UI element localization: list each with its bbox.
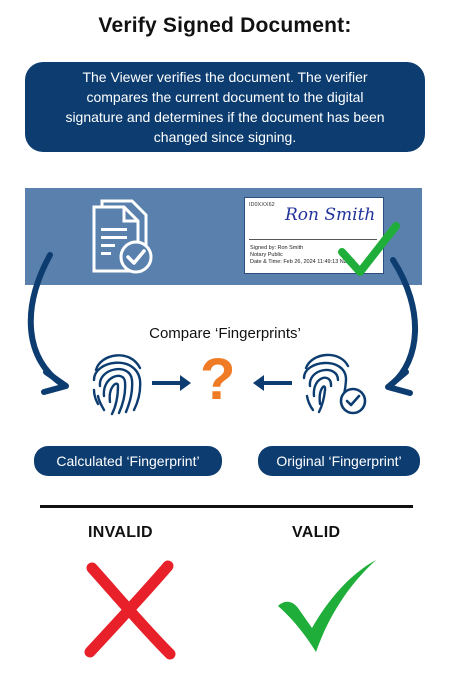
signer-role-text: Notary Public — [250, 252, 283, 258]
card-check-icon — [338, 222, 400, 276]
compare-label: Compare ‘Fingerprints’ — [149, 325, 301, 342]
signature-line — [249, 239, 377, 240]
calculated-fingerprint-label: Calculated ‘Fingerprint’ — [34, 446, 222, 476]
calculated-fingerprint-icon — [92, 354, 142, 416]
signature-date-text: Date & Time: Feb 26, 2024 11:49:13 NZDT — [250, 259, 355, 265]
right-curved-arrow — [389, 257, 419, 387]
document-check-icon — [88, 195, 160, 275]
valid-label: VALID — [292, 524, 341, 541]
signed-by-text: Signed by: Ron Smith — [250, 245, 304, 251]
question-mark: ? — [200, 347, 236, 412]
valid-check-icon — [278, 560, 376, 652]
left-curved-arrow — [27, 252, 65, 387]
invalid-label: INVALID — [88, 524, 153, 541]
page-title: Verify Signed Document: — [98, 14, 352, 37]
invalid-x-icon — [84, 560, 176, 660]
divider — [40, 505, 413, 508]
signature-card: ID0XXX62 Ron Smith Signed by: Ron Smith … — [244, 197, 384, 274]
original-fingerprint-check-icon — [302, 353, 367, 415]
original-fingerprint-label: Original ‘Fingerprint’ — [258, 446, 420, 476]
signature-id: ID0XXX62 — [249, 202, 275, 208]
description-box: The Viewer verifies the document. The ve… — [25, 62, 425, 152]
